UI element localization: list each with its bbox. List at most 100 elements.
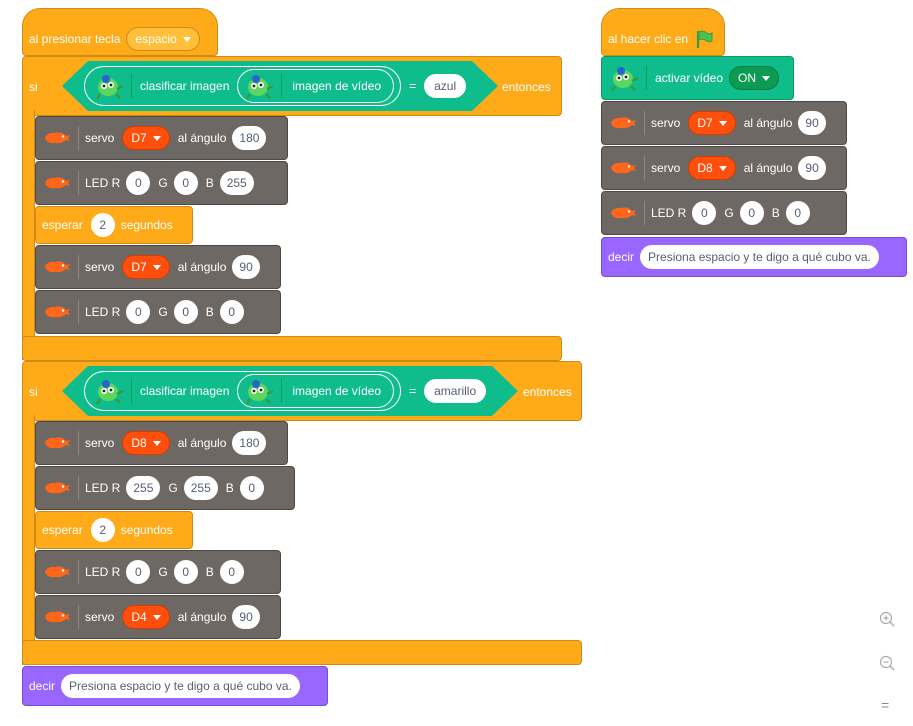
zoom-out-button[interactable] xyxy=(878,654,896,675)
servo-extension-icon xyxy=(42,256,72,278)
servo-block[interactable]: servo D8 al ángulo 90 xyxy=(601,146,847,190)
say-message-input[interactable]: Presiona espacio y te digo a qué cubo va… xyxy=(640,245,879,269)
led-block[interactable]: LED R 0 G 0 B 0 xyxy=(601,191,847,235)
video-toggle-label: activar vídeo xyxy=(655,71,724,85)
port-dropdown[interactable]: D8 xyxy=(688,156,736,180)
compare-value-input[interactable]: azul xyxy=(424,74,467,98)
seconds-label: segundos xyxy=(120,523,173,537)
g-label: G xyxy=(158,305,168,319)
port-dropdown[interactable]: D4 xyxy=(122,605,170,629)
led-extension-icon xyxy=(42,172,72,194)
red-input[interactable]: 0 xyxy=(126,300,151,324)
led-block[interactable]: LED R 0 G 0 B 0 xyxy=(35,550,281,594)
green-input[interactable]: 255 xyxy=(183,476,218,500)
divider xyxy=(78,126,79,150)
green-input[interactable]: 0 xyxy=(739,201,764,225)
video-label: imagen de vídeo xyxy=(292,384,382,398)
led-label: LED R xyxy=(651,206,687,220)
divider xyxy=(646,66,647,90)
red-input[interactable]: 0 xyxy=(692,201,717,225)
b-label: B xyxy=(225,481,234,495)
zoom-reset-icon: = xyxy=(881,697,890,713)
green-flag-icon xyxy=(696,30,713,48)
blue-input[interactable]: 0 xyxy=(219,560,244,584)
green-input[interactable]: 0 xyxy=(173,171,198,195)
led-extension-icon xyxy=(608,202,638,224)
led-block[interactable]: LED R 255 G 255 B 0 xyxy=(35,466,295,510)
port-dropdown[interactable]: D7 xyxy=(122,126,170,150)
red-input[interactable]: 0 xyxy=(126,560,151,584)
ml-sprite-icon xyxy=(91,71,125,101)
b-label: B xyxy=(771,206,780,220)
servo-block[interactable]: servo D7 al ángulo 90 xyxy=(35,245,281,289)
servo-extension-icon xyxy=(42,432,72,454)
led-block[interactable]: LED R 0 G 0 B 255 xyxy=(35,161,288,205)
wait-label: esperar xyxy=(42,523,83,537)
port-dropdown[interactable]: D7 xyxy=(122,255,170,279)
servo-label: servo xyxy=(651,116,681,130)
video-image-reporter[interactable]: imagen de vídeo xyxy=(237,374,395,408)
key-dropdown[interactable]: espacio xyxy=(126,27,200,51)
if1-classify-reporter[interactable]: clasificar imagen imagen de vídeo xyxy=(84,66,402,106)
servo-block[interactable]: servo D4 al ángulo 90 xyxy=(35,595,281,639)
servo-block[interactable]: servo D8 al ángulo 180 xyxy=(35,421,288,465)
angle-input[interactable]: 90 xyxy=(232,255,260,279)
servo-block[interactable]: servo D7 al ángulo 180 xyxy=(35,116,288,160)
servo-block[interactable]: servo D7 al ángulo 90 xyxy=(601,101,847,145)
zoom-out-icon xyxy=(879,655,895,671)
zoom-in-button[interactable] xyxy=(878,610,896,631)
seconds-input[interactable]: 2 xyxy=(90,518,115,542)
when-flag-clicked-hat[interactable]: al hacer clic en xyxy=(601,8,725,56)
angle-input[interactable]: 90 xyxy=(232,605,260,629)
angle-input[interactable]: 90 xyxy=(798,156,826,180)
if2-arm xyxy=(22,415,35,665)
green-input[interactable]: 0 xyxy=(173,560,198,584)
wait-block[interactable]: esperar 2 segundos xyxy=(35,206,193,244)
blue-input[interactable]: 0 xyxy=(219,300,244,324)
wait-label: esperar xyxy=(42,218,83,232)
say-block[interactable]: decir Presiona espacio y te digo a qué c… xyxy=(22,666,328,706)
led-label: LED R xyxy=(85,565,121,579)
red-input[interactable]: 255 xyxy=(126,476,161,500)
compare-value-input[interactable]: amarillo xyxy=(424,379,487,403)
green-input[interactable]: 0 xyxy=(173,300,198,324)
divider xyxy=(281,74,283,98)
hat-label: al hacer clic en xyxy=(608,32,689,46)
angle-label: al ángulo xyxy=(177,436,227,450)
angle-input[interactable]: 180 xyxy=(232,431,267,455)
video-image-reporter[interactable]: imagen de vídeo xyxy=(237,69,395,103)
red-input[interactable]: 0 xyxy=(126,171,151,195)
angle-label: al ángulo xyxy=(743,116,793,130)
seconds-input[interactable]: 2 xyxy=(90,213,115,237)
blue-input[interactable]: 0 xyxy=(239,476,264,500)
servo-label: servo xyxy=(85,260,115,274)
angle-label: al ángulo xyxy=(177,131,227,145)
port-dropdown[interactable]: D8 xyxy=(122,431,170,455)
led-block[interactable]: LED R 0 G 0 B 0 xyxy=(35,290,281,334)
equals-sign: = xyxy=(409,79,417,93)
blue-input[interactable]: 0 xyxy=(785,201,810,225)
led-extension-icon xyxy=(42,561,72,583)
angle-label: al ángulo xyxy=(177,610,227,624)
servo-label: servo xyxy=(651,161,681,175)
angle-input[interactable]: 180 xyxy=(232,126,267,150)
wait-block[interactable]: esperar 2 segundos xyxy=(35,511,193,549)
video-state-dropdown[interactable]: ON xyxy=(729,66,780,90)
if2-classify-reporter[interactable]: clasificar imagen imagen de vídeo xyxy=(84,371,402,411)
when-key-pressed-hat[interactable]: al presionar tecla espacio xyxy=(22,8,218,56)
zoom-reset-button[interactable]: = xyxy=(881,697,889,713)
divider xyxy=(78,171,79,195)
chevron-down-icon xyxy=(182,36,191,42)
servo-label: servo xyxy=(85,436,115,450)
chevron-down-icon xyxy=(152,440,161,446)
say-block[interactable]: decir Presiona espacio y te digo a qué c… xyxy=(601,237,907,277)
say-message-input[interactable]: Presiona espacio y te digo a qué cubo va… xyxy=(61,674,300,698)
g-label: G xyxy=(158,176,168,190)
port-dropdown[interactable]: D7 xyxy=(688,111,736,135)
servo-label: servo xyxy=(85,131,115,145)
angle-label: al ángulo xyxy=(743,161,793,175)
video-toggle-block[interactable]: activar vídeo ON xyxy=(601,56,794,100)
blue-input[interactable]: 255 xyxy=(219,171,254,195)
divider xyxy=(644,156,645,180)
angle-input[interactable]: 90 xyxy=(798,111,826,135)
